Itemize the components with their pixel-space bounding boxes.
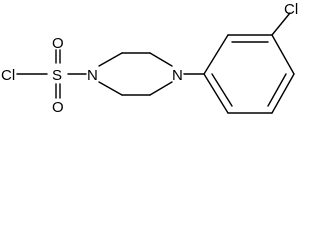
bond-ar-inner-3 [211, 73, 233, 107]
bond-n1-c2 [98, 52, 123, 67]
bond-ar-inner-2 [267, 73, 287, 107]
bond-ar-c1-c2 [203, 34, 229, 75]
atom-label-sulfur: S [52, 67, 62, 84]
molecule-drawing: Cl S O O N N Cl [1, 1, 298, 116]
bond-n4-c5 [149, 81, 173, 96]
atom-label-cl-aryl: Cl [284, 1, 298, 18]
bond-c6-n1 [98, 81, 123, 96]
atom-label-oxygen-top: O [52, 35, 64, 52]
atom-label-cl-sulfonyl: Cl [1, 67, 15, 84]
bond-ar-c6-c1 [203, 73, 229, 114]
bond-ar-c4-c5 [271, 73, 295, 114]
structure-diagram: Cl S O O N N Cl [0, 0, 304, 125]
bond-ar-cl [271, 12, 291, 36]
atom-label-oxygen-bottom: O [52, 99, 64, 116]
atom-label-nitrogen-4: N [172, 67, 183, 84]
bond-c3-n4 [149, 52, 173, 67]
bond-ar-c3-c4 [271, 34, 295, 75]
atom-label-nitrogen-1: N [87, 67, 98, 84]
